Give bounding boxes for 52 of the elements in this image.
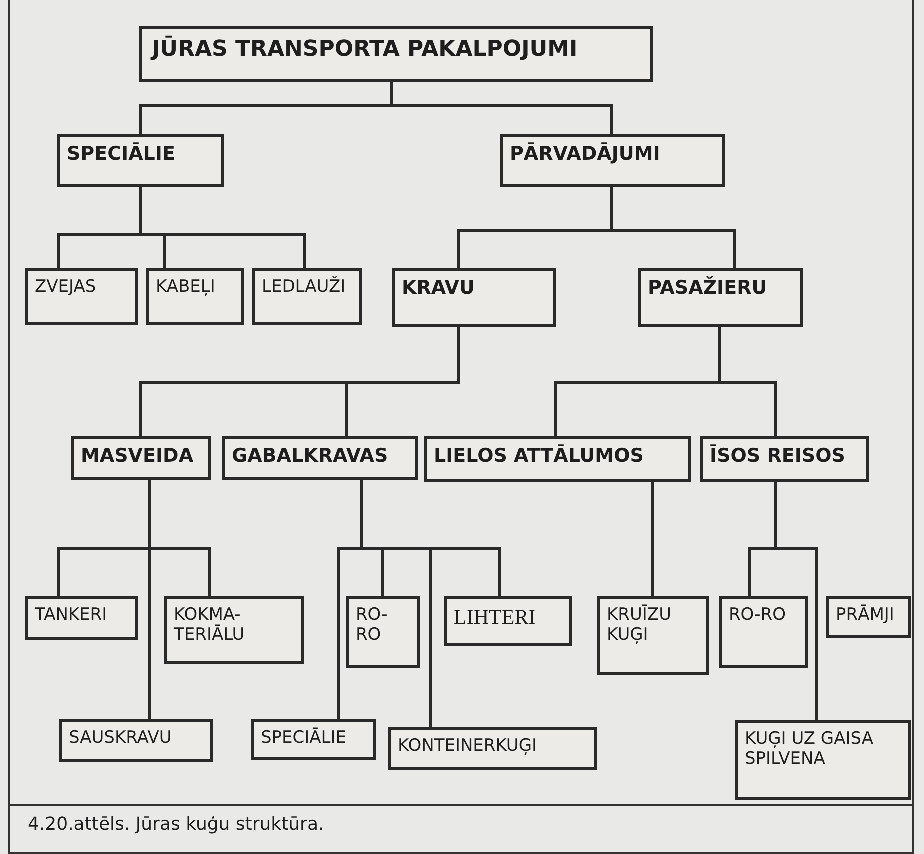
box-label: MASVEIDA (81, 445, 194, 467)
category-box (735, 720, 911, 800)
category-box (700, 436, 869, 482)
box-label: KONTEINERKUĢI (398, 736, 538, 756)
connector-line (652, 482, 654, 596)
box-label: PĀRVADĀJUMI (510, 143, 660, 165)
category-box (25, 596, 138, 640)
box-label: PASAŽIERU (648, 277, 768, 299)
box-label: LEDLAUŽI (262, 277, 346, 297)
box-label: TANKERI (35, 605, 108, 625)
category-box (346, 596, 420, 668)
box-label: GABALKRAVAS (232, 445, 388, 467)
figure-caption: 4.20.attēls. Jūras kuģu struktūra. (28, 814, 324, 835)
category-box (59, 719, 213, 762)
box-label: RO-RO (356, 605, 388, 646)
box-label: KABEĻI (156, 277, 216, 297)
category-box (25, 268, 138, 325)
category-box (222, 436, 418, 480)
category-box (57, 134, 224, 187)
box-label: SPECIĀLIE (67, 143, 176, 165)
box-label: ĪSOS REISOS (710, 445, 846, 467)
category-box (251, 719, 376, 760)
category-box (71, 436, 211, 480)
category-box (164, 596, 304, 664)
box-label: LIELOS ATTĀLUMOS (434, 445, 644, 467)
connector-line (718, 327, 778, 436)
connector-line (774, 482, 818, 720)
box-label: KRUĪZU KUĢI (607, 605, 672, 646)
box-label: KOKMA-TERIĀLU (174, 605, 245, 646)
category-box (444, 596, 572, 646)
category-box (388, 727, 597, 770)
category-box (638, 268, 803, 327)
category-box (139, 26, 653, 82)
box-label: SAUSKRAVU (69, 728, 172, 748)
category-box (500, 134, 725, 187)
box-label: JŪRAS TRANSPORTA PAKALPOJUMI (152, 37, 578, 62)
connector-line (346, 327, 460, 436)
box-label: RO-RO (729, 605, 786, 625)
category-box (392, 268, 556, 327)
box-label: KRAVU (402, 277, 475, 299)
box-label: SPECIĀLIE (261, 728, 347, 748)
box-label: LIHTERI (454, 605, 536, 629)
box-label: ZVEJAS (35, 277, 96, 297)
box-label: KUĢI UZ GAISA SPILVENA (745, 729, 874, 770)
category-box (252, 268, 362, 325)
category-box (826, 596, 911, 638)
category-box (424, 436, 691, 482)
category-box (597, 596, 709, 675)
box-label: PRĀMJI (836, 605, 894, 625)
category-box (146, 268, 244, 325)
connector-line (390, 82, 614, 134)
category-box (719, 596, 808, 668)
